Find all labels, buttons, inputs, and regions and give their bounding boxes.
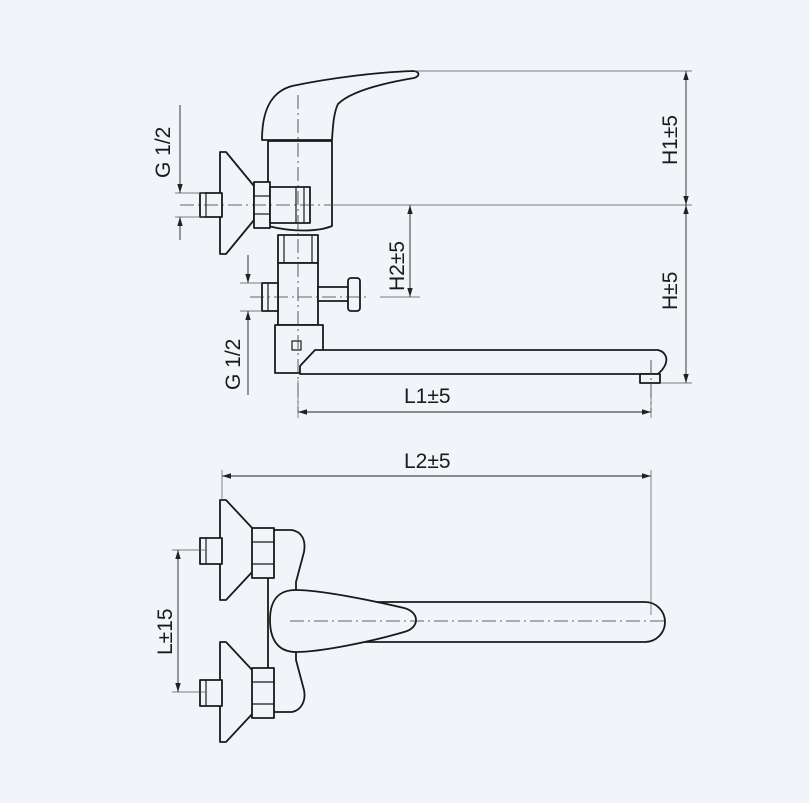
l-label: L±15: [154, 608, 177, 655]
diverter-knob: [347, 277, 361, 312]
wall-flange: [219, 151, 255, 255]
spout: [299, 349, 668, 375]
h2-label: H2±5: [386, 241, 409, 291]
spout-aerator: [639, 373, 661, 384]
lever-handle: [261, 70, 420, 141]
side-view: [180, 70, 668, 412]
lower-flange-top: [219, 641, 255, 743]
upper-eccentric-top: [199, 537, 223, 565]
lower-nut-top: [251, 667, 275, 719]
upper-flange-top: [219, 499, 255, 601]
diverter-stem: [317, 286, 351, 302]
l1-label: L1±5: [404, 385, 451, 408]
h1-label: H1±5: [659, 115, 682, 165]
top-view: [199, 499, 666, 743]
g-top-label: G 1/2: [152, 127, 175, 178]
l2-label: L2±5: [404, 450, 451, 473]
side-dimensions: H1±5 H±5 H2±5 G 1/2 G 1/2 L1±5: [152, 70, 692, 418]
upper-nut-top: [251, 527, 275, 579]
top-dimensions: L2±5 L±15: [154, 450, 652, 693]
g-bottom-label: G 1/2: [222, 339, 245, 390]
lower-eccentric-top: [199, 679, 223, 707]
lower-block-marker: [291, 340, 302, 351]
h-label: H±5: [659, 272, 682, 310]
